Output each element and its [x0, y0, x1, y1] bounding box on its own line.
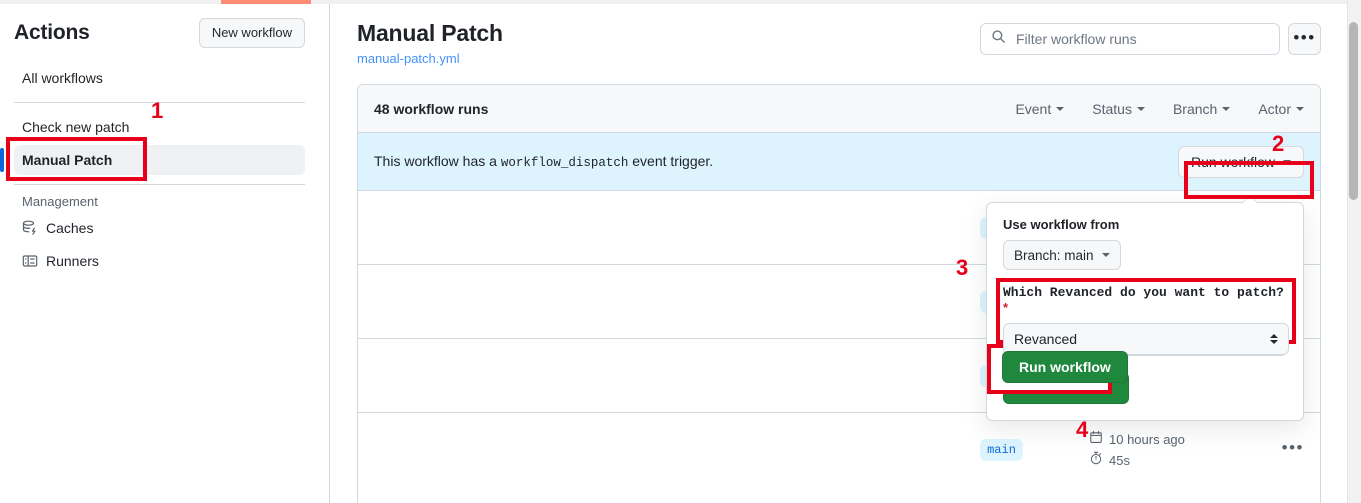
new-workflow-button[interactable]: New workflow — [198, 18, 305, 48]
run-duration-text: 45s — [1109, 453, 1130, 468]
run-duration: 45s — [1089, 450, 1185, 471]
filter-event[interactable]: Event — [1015, 100, 1065, 117]
submit-run-workflow-button-overlay[interactable]: Run workflow — [1002, 351, 1128, 383]
run-meta-cell: 10 hours ago — [1089, 429, 1304, 471]
workflow-input-label-text: Which Revanced do you want to patch? — [1003, 285, 1284, 300]
sidebar-header: Actions New workflow — [0, 4, 329, 60]
runs-panel-header: 48 workflow runs Event Status Branch — [358, 85, 1320, 133]
dispatch-text-after: event trigger. — [632, 153, 714, 169]
filter-label: Branch — [1172, 100, 1218, 117]
filter-workflow-runs-box[interactable] — [980, 23, 1280, 55]
use-workflow-from-label: Use workflow from — [1003, 217, 1120, 232]
table-row[interactable]: main — [358, 413, 1320, 487]
filter-label: Status — [1092, 100, 1132, 117]
run-timestamp-text: 10 hours ago — [1109, 432, 1185, 447]
server-runners-icon — [22, 253, 38, 269]
chevron-down-icon — [1136, 106, 1145, 111]
sidebar-item-label: Check new patch — [22, 119, 130, 135]
required-marker: * — [1003, 300, 1009, 315]
workflow-title: Manual Patch — [357, 20, 503, 46]
run-timestamp: 10 hours ago — [1089, 429, 1185, 450]
workflow-input-value: Revanced — [1014, 331, 1078, 347]
sidebar-divider — [14, 184, 305, 185]
sidebar-item-check-new-patch[interactable]: Check new patch — [14, 112, 305, 142]
actions-sidebar: Actions New workflow All workflows Check… — [0, 4, 330, 503]
page-scrollbar-thumb[interactable] — [1349, 22, 1358, 200]
header-kebab-button[interactable]: ••• — [1288, 23, 1321, 55]
run-meta: 10 hours ago — [1089, 429, 1185, 471]
workflow-title-block: Manual Patch manual-patch.yml — [357, 18, 503, 66]
page-title: Actions — [14, 21, 90, 44]
sidebar-group-management: Management — [22, 194, 98, 209]
chevron-down-icon — [1101, 253, 1110, 257]
filter-label: Actor — [1258, 100, 1291, 117]
branch-badge[interactable]: main — [980, 439, 1023, 461]
sidebar-divider — [14, 102, 305, 103]
search-icon — [991, 29, 1006, 49]
page-loading-progress — [221, 0, 311, 4]
filter-status[interactable]: Status — [1092, 101, 1145, 117]
runs-filter-group: Event Status Branch Actor — [1015, 101, 1304, 117]
sidebar-item-caches[interactable]: Caches — [14, 213, 305, 243]
sidebar-item-label: Caches — [46, 220, 94, 236]
workflow-header: Manual Patch manual-patch.yml ••• — [357, 18, 1321, 66]
run-branch-cell: main — [914, 439, 1089, 461]
search-input[interactable] — [1014, 30, 1269, 48]
filter-branch[interactable]: Branch — [1172, 100, 1231, 117]
page-loading-track — [0, 0, 1347, 4]
workflow-dispatch-banner: This workflow has a workflow_dispatch ev… — [358, 133, 1320, 191]
sidebar-item-all-workflows[interactable]: All workflows — [14, 63, 305, 93]
filter-actor[interactable]: Actor — [1258, 101, 1304, 117]
branch-select-value: Branch: main — [1014, 247, 1094, 263]
sidebar-item-manual-patch[interactable]: Manual Patch — [0, 145, 305, 175]
sidebar-item-label: Runners — [46, 253, 99, 269]
row-kebab-button[interactable]: ••• — [1281, 438, 1304, 457]
annotated-input-overlay: Which Revanced do you want to patch? * R… — [1003, 285, 1289, 355]
dispatch-event-code: workflow_dispatch — [500, 156, 629, 170]
sidebar-item-runners[interactable]: Runners — [14, 246, 305, 276]
sidebar-item-label: All workflows — [22, 70, 103, 86]
select-updown-icon — [1270, 334, 1278, 344]
header-actions: ••• — [980, 23, 1321, 55]
workflow-runs-count: 48 workflow runs — [374, 100, 489, 117]
page-scrollbar[interactable] — [1347, 0, 1361, 503]
chevron-down-icon — [1283, 159, 1291, 164]
run-workflow-dropdown-button[interactable]: Run workflow — [1177, 145, 1304, 178]
branch-select-button[interactable]: Branch: main — [1003, 240, 1121, 270]
filter-label: Event — [1015, 100, 1052, 117]
stopwatch-icon — [1089, 450, 1103, 471]
dispatch-banner-text: This workflow has a workflow_dispatch ev… — [374, 153, 713, 170]
chevron-down-icon — [1296, 106, 1304, 111]
chevron-down-icon — [1056, 106, 1065, 111]
sidebar-list: All workflows Check new patch Manual Pat… — [0, 63, 329, 276]
workflow-file-link[interactable]: manual-patch.yml — [357, 51, 460, 66]
run-workflow-button-label: Run workflow — [1190, 153, 1275, 170]
calendar-icon — [1089, 429, 1103, 450]
database-cache-icon — [22, 220, 38, 236]
workflow-input-label-overlay: Which Revanced do you want to patch? * — [1003, 285, 1289, 316]
chevron-down-icon — [1222, 106, 1231, 111]
annotated-submit-overlay: Run workflow — [1002, 351, 1128, 383]
sidebar-item-label: Manual Patch — [22, 152, 113, 168]
dispatch-text-before: This workflow has a — [374, 153, 497, 169]
